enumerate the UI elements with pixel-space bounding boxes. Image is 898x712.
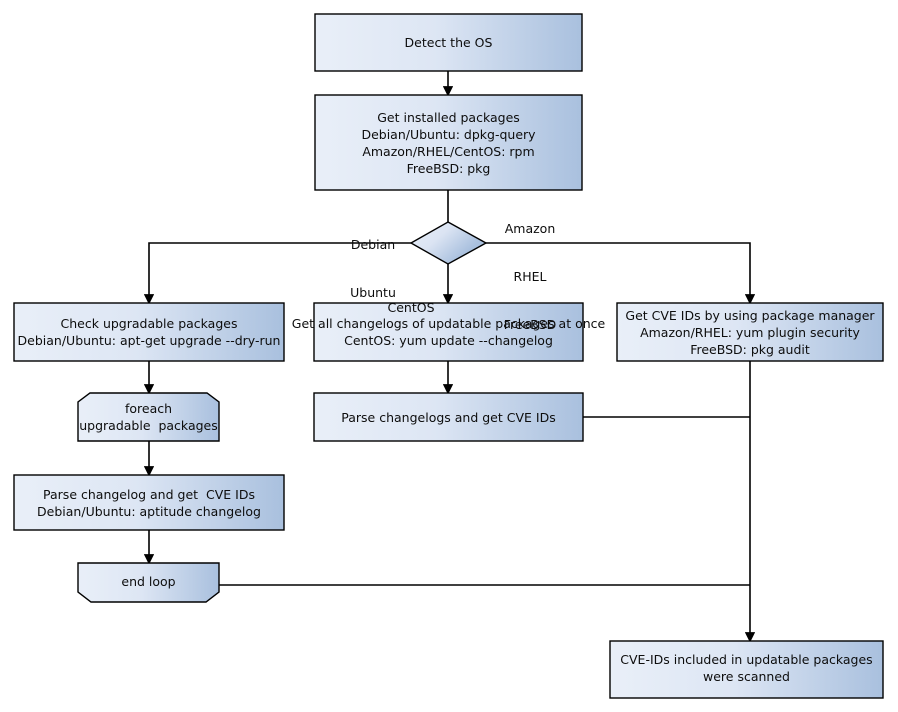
debian-ubuntu-line-2: Ubuntu bbox=[350, 285, 396, 300]
edge-label-amazon-rhel-freebsd: Amazon RHEL FreeBSD bbox=[492, 189, 568, 365]
node-check-upgradable-packages bbox=[13, 302, 285, 362]
node-end-loop bbox=[77, 562, 220, 603]
amazon-line-3: FreeBSD bbox=[503, 317, 557, 332]
node-parse-changelog-cve-debian bbox=[13, 474, 285, 531]
edge-decision-to-cve-pkgmanager bbox=[486, 242, 756, 305]
node-get-cve-ids-pkg-manager bbox=[616, 302, 884, 362]
amazon-line-1: Amazon bbox=[504, 221, 556, 236]
debian-ubuntu-line-1: Debian bbox=[350, 237, 396, 252]
node-get-installed-packages bbox=[314, 94, 583, 191]
node-os-decision bbox=[409, 221, 488, 265]
node-parse-changelogs-cve bbox=[313, 392, 584, 442]
node-detect-os bbox=[314, 13, 583, 72]
node-get-all-changelogs bbox=[313, 302, 584, 362]
amazon-line-2: RHEL bbox=[513, 269, 547, 284]
edge-decision-to-check-upgradable bbox=[143, 242, 411, 305]
centos-line-1: CentOS bbox=[387, 300, 435, 315]
node-foreach-loop-start bbox=[77, 392, 220, 442]
edge-label-debian-ubuntu: Debian Ubuntu bbox=[338, 205, 408, 333]
edge-label-centos: CentOS bbox=[382, 268, 440, 348]
node-scan-complete bbox=[609, 640, 884, 699]
